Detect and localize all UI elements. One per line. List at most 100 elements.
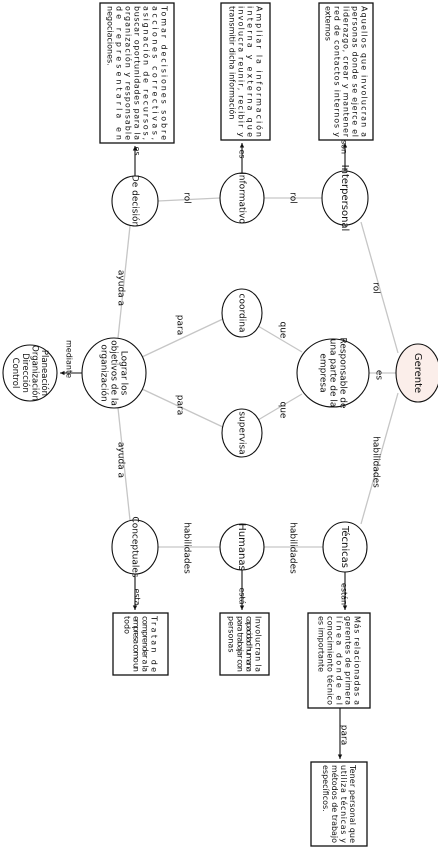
- edge-label-text: habilidades: [288, 522, 298, 574]
- text-line: métodos de trabajo: [330, 765, 340, 843]
- edge-label-rol-interpersonal-informativo: rol: [288, 192, 298, 204]
- edge-label-esta-humanas: está: [238, 587, 247, 604]
- node-shape: [221, 408, 263, 458]
- text-line: empresa: [317, 353, 327, 392]
- node-shape: [111, 175, 159, 227]
- edge-label-que-responsable-coordina: que: [278, 322, 288, 339]
- connector-line: [117, 225, 131, 339]
- arrowhead: [132, 605, 138, 610]
- edge-label-que-responsable-supervisa: que: [278, 402, 288, 419]
- edge-label-text: están: [340, 583, 349, 605]
- text-line: Tomar decisiones sobre: [159, 5, 168, 140]
- connector-line: [360, 392, 399, 525]
- text-line: Más relacionadas a: [352, 616, 361, 705]
- text-line: Aquellos que involucran a: [359, 6, 368, 137]
- node-shape: [2, 344, 58, 402]
- text-line: Responsable de: [338, 337, 348, 409]
- text-line: externos: [324, 6, 333, 41]
- arrowhead: [60, 370, 65, 376]
- box-shape: [318, 2, 374, 141]
- edge-label-text: ayuda a: [116, 442, 126, 478]
- connector-line: [257, 325, 303, 353]
- node-decision[interactable]: De decisión: [111, 175, 159, 227]
- node-shape: [219, 172, 265, 224]
- edge-label-text: son: [340, 140, 349, 154]
- edge-label-habilidades-gerente-tecnicas: habilidades: [371, 436, 381, 488]
- edge-label-text: rol: [371, 282, 381, 294]
- text-line: Tener personal que: [348, 764, 357, 843]
- edge-label-text: está: [238, 587, 247, 604]
- edge-label-text: ayuda a: [116, 270, 126, 306]
- text-line: Organización: [29, 345, 40, 401]
- edge-label-ayuda-conceptuales-lograr: ayuda a: [116, 442, 126, 478]
- node-conceptuales[interactable]: Conceptuales: [111, 516, 159, 578]
- text-block: De decisión: [130, 175, 141, 227]
- text-block: Humanas: [236, 523, 247, 570]
- text-line: personas: [227, 616, 236, 653]
- text-line: acciones correctivas,: [150, 6, 159, 140]
- box-shape: [112, 612, 169, 676]
- edge-label-ayuda-decision-lograr: ayuda a: [116, 270, 126, 306]
- text-line: conocimiento técnico: [326, 616, 336, 705]
- arrowhead: [239, 143, 245, 148]
- edge-label-text: mediante: [65, 340, 74, 378]
- node-informativo[interactable]: Informativo: [219, 172, 265, 224]
- arrowhead: [239, 605, 245, 610]
- edge-label-text: habilidades: [182, 522, 192, 574]
- arrowhead: [342, 143, 348, 148]
- edge-label-text: rol: [288, 192, 298, 204]
- text-line: comprender a la: [140, 616, 149, 672]
- text-line: involucra reunir, recibir y: [237, 6, 246, 137]
- box-shape: [99, 2, 175, 144]
- node-shape: [395, 343, 438, 403]
- edge-label-es-decision: es: [133, 146, 142, 155]
- text-line: específicos.: [321, 765, 330, 812]
- text-line: objetivos de la: [109, 340, 119, 406]
- edge-label-son: son: [340, 140, 349, 154]
- text-line: De decisión: [130, 175, 141, 227]
- node-interpersonal[interactable]: Interpersonal: [321, 165, 369, 232]
- text-line: para trabajar con: [236, 616, 245, 672]
- text-block: Interpersonal: [339, 165, 350, 232]
- edge-label-es-informativo: es: [238, 149, 247, 158]
- box-shape: [219, 612, 270, 676]
- text-line: Informativo: [237, 172, 247, 224]
- edge-label-rol-informativo-decision: rol: [182, 192, 192, 204]
- connector-line: [141, 388, 226, 429]
- connector-line: [157, 197, 221, 202]
- node-humanas[interactable]: Humanas: [219, 523, 265, 571]
- text-line: línea donde el: [335, 616, 344, 705]
- node-coordina[interactable]: coordina: [221, 288, 263, 338]
- node-gerente[interactable]: Gerente: [395, 343, 438, 403]
- node-tecnicas[interactable]: Técnicas: [322, 521, 368, 573]
- node-shape: [221, 288, 263, 338]
- text-line: buscar oportunidades para la: [133, 6, 142, 140]
- arrowhead: [132, 146, 138, 151]
- node-supervisa[interactable]: supervisa: [221, 408, 263, 458]
- edge-label-text: habilidades: [371, 436, 381, 488]
- box-shape: [220, 2, 271, 141]
- text-line: organización: [98, 344, 109, 401]
- node-shape: [321, 170, 369, 226]
- edge-label-esta-conceptuales: esta: [133, 588, 142, 605]
- text-line: liderazgo, crear y mantener: [342, 6, 351, 138]
- edge-label-text: para: [175, 315, 185, 335]
- edge-label-rol-gerente-interpersonal: rol: [371, 282, 381, 294]
